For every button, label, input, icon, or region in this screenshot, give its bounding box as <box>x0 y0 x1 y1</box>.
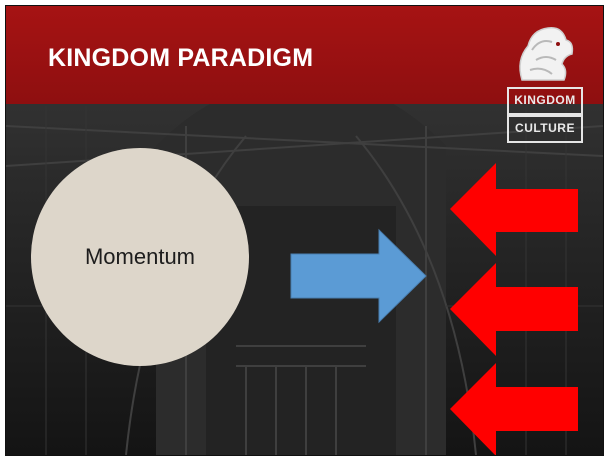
momentum-label: Momentum <box>84 244 196 269</box>
blue-right-arrow <box>290 228 427 324</box>
logo-line-1: KINGDOM <box>514 93 576 107</box>
red-left-arrow-3 <box>450 363 578 455</box>
momentum-circle: Momentum <box>31 148 249 366</box>
arrow-layer <box>290 163 578 455</box>
slide: KINGDOM PARADIGM KINGDOM CULTURE Momentu… <box>5 5 604 456</box>
lion-icon <box>519 27 574 81</box>
logo-line-2: CULTURE <box>515 121 575 135</box>
logo-banner <box>507 87 583 143</box>
kingdom-culture-logo: KINGDOM CULTURE <box>502 20 588 148</box>
red-left-arrow-2 <box>450 263 578 356</box>
red-left-arrow-1 <box>450 163 578 256</box>
title-bar: KINGDOM PARADIGM <box>6 6 603 104</box>
slide-title: KINGDOM PARADIGM <box>48 44 314 72</box>
